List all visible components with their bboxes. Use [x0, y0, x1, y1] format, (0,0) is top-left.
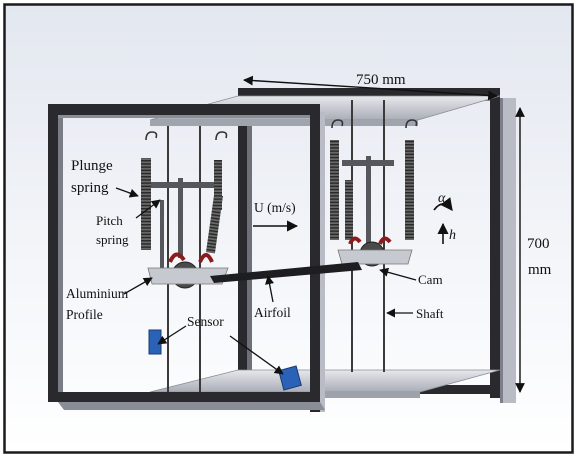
- cam-label: Cam: [418, 272, 443, 287]
- airfoil-label: Airfoil: [254, 305, 291, 320]
- cam-leader: [379, 267, 417, 281]
- sensor-front-leader: [157, 325, 187, 345]
- back-pitch-spring: [405, 140, 414, 240]
- plunge-spring-label-line1: Plunge: [71, 158, 113, 174]
- aluminium-profile-label-line2: Profile: [66, 307, 103, 322]
- back-mechanism: [330, 119, 418, 267]
- width-label: 750 mm: [356, 72, 406, 88]
- pitch-spring-label-line2: spring: [96, 232, 129, 247]
- height-label-line1: 700: [527, 236, 550, 252]
- height-label-line2: mm: [528, 262, 552, 278]
- back-aluminium-profile: [337, 249, 413, 265]
- airfoil-leader: [265, 275, 275, 303]
- front-plunge-spring: [141, 158, 151, 250]
- pitch-spring-leader: [135, 199, 161, 219]
- flow-velocity-label: U (m/s): [254, 200, 296, 215]
- plunge-spring-label-line2: spring: [71, 180, 109, 196]
- pitch-symbol-label: α: [438, 191, 446, 206]
- aluminium-profile-leader: [123, 277, 153, 295]
- sensor-label: Sensor: [187, 314, 224, 329]
- width-dimension-arrow: [243, 75, 498, 101]
- aluminium-profile-label-line1: Aluminium: [66, 286, 129, 301]
- airfoil: [210, 262, 362, 283]
- front-frame: [48, 104, 325, 412]
- back-plunge-spring: [330, 140, 339, 240]
- front-mechanism: [141, 131, 229, 289]
- heave-symbol-label: h: [449, 228, 456, 243]
- back-sensor: [278, 365, 302, 391]
- pitch-arrow: [433, 197, 453, 212]
- front-sensor: [148, 329, 162, 355]
- pitch-spring-label-line1: Pitch: [96, 213, 123, 228]
- shaft-label: Shaft: [416, 306, 444, 321]
- plunge-spring-leader: [115, 187, 139, 198]
- sensor-back-leader: [229, 335, 284, 375]
